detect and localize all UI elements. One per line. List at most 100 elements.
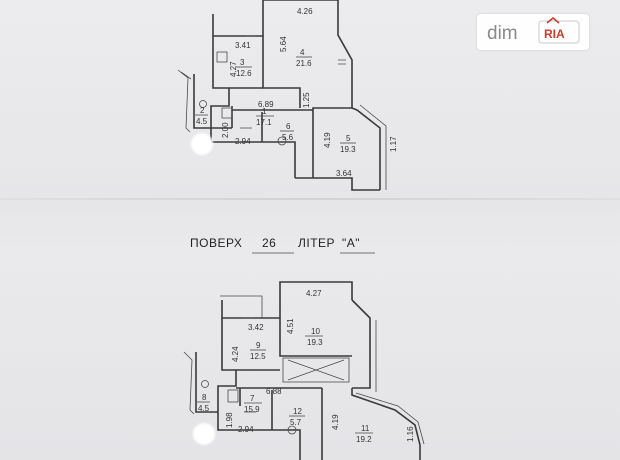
dimension-label: 3.42	[248, 323, 264, 332]
room-label: 10 19.3	[305, 327, 323, 347]
wall	[351, 388, 421, 460]
room-label: 6 5.6	[280, 122, 294, 142]
svg-text:12: 12	[293, 407, 302, 416]
room-label: 8 4.5	[197, 393, 210, 413]
dimension-label: 3.41	[235, 41, 251, 50]
building-label: ЛІТЕР	[298, 236, 336, 250]
room-label: 7 15.9	[244, 394, 262, 414]
wall	[279, 318, 352, 357]
room-label: 1 17.1	[256, 107, 274, 127]
dimension-label: 1.25	[302, 92, 311, 108]
svg-text:1: 1	[262, 107, 267, 116]
svg-text:5.7: 5.7	[290, 418, 302, 427]
svg-text:9: 9	[256, 341, 261, 350]
roof-icon	[546, 16, 560, 24]
dimension-label: 4.26	[297, 7, 313, 16]
room-label: 4 21.6	[296, 48, 312, 68]
balcony-line	[355, 392, 425, 445]
dimria-watermark: dim RIA	[477, 14, 589, 50]
dimension-label: 4.27	[306, 289, 322, 298]
stove-fixture	[216, 51, 228, 63]
wall	[295, 177, 380, 191]
svg-text:3: 3	[240, 58, 245, 67]
floor-caption: ПОВЕРХ 26 ЛІТЕР "А"	[190, 236, 420, 256]
svg-text:4.5: 4.5	[196, 117, 208, 126]
dimension-label: 4.19	[323, 132, 332, 148]
dimension-label: 1.98	[225, 412, 234, 428]
svg-text:19.3: 19.3	[340, 145, 356, 154]
watermark-badge: RIA	[544, 27, 565, 41]
wall	[217, 418, 301, 460]
paper-fold-line	[0, 198, 620, 200]
wall	[193, 74, 232, 129]
fixture	[227, 389, 239, 403]
balcony-line	[220, 295, 263, 318]
svg-text:8: 8	[202, 393, 207, 402]
dimension-label: 4.27	[229, 61, 238, 77]
svg-text:10: 10	[311, 327, 320, 336]
dimension-label: 6.88	[266, 387, 282, 396]
dimension-label: 1.16	[406, 426, 415, 442]
svg-text:6: 6	[286, 122, 291, 131]
svg-text:5: 5	[346, 134, 351, 143]
glare-spot	[193, 423, 215, 445]
room-label: 3 12.6	[236, 58, 252, 78]
wall	[210, 36, 230, 120]
wall	[351, 107, 381, 190]
room-label: 9 12.5	[250, 341, 266, 361]
wall	[262, 36, 301, 108]
door-mark	[240, 35, 256, 129]
watermark-badge-frame	[538, 20, 580, 44]
svg-text:17.1: 17.1	[256, 118, 272, 127]
dimension-label: 4.51	[286, 318, 295, 334]
floor-plan-bottom: 4.27 4.51 3.42 4.24 6.88 1.98 2.94 4.19 …	[183, 281, 425, 460]
svg-text:12.6: 12.6	[236, 69, 252, 78]
dimension-label: 2.00	[221, 122, 230, 138]
fixture	[221, 107, 233, 119]
svg-text:4.5: 4.5	[198, 404, 210, 413]
watermark-brand: dim	[487, 23, 518, 44]
dimension-label: 2.94	[238, 425, 254, 434]
wall	[217, 318, 237, 418]
balcony-line	[183, 351, 195, 415]
dimension-label: 3.64	[336, 169, 352, 178]
toilet-fixture	[201, 380, 209, 388]
svg-text:4: 4	[300, 48, 305, 57]
svg-text:2: 2	[200, 106, 205, 115]
dimension-label: 4.24	[231, 346, 240, 362]
wall	[221, 281, 353, 319]
wall	[210, 120, 296, 178]
svg-text:11: 11	[361, 424, 370, 433]
dimension-label: 1.17	[389, 136, 398, 152]
dimension-label: 5.64	[279, 36, 288, 52]
svg-text:19.2: 19.2	[356, 435, 372, 444]
toilet-fixture	[287, 425, 297, 435]
svg-text:21.6: 21.6	[296, 59, 312, 68]
room-label: 2 4.5	[195, 106, 208, 126]
svg-text:7: 7	[250, 394, 255, 403]
wall	[351, 299, 371, 389]
toilet-fixture	[277, 136, 287, 146]
balcony-line	[359, 104, 387, 190]
room-label: 5 19.3	[340, 134, 356, 154]
window-mark	[338, 59, 346, 65]
room-label: 12 5.7	[289, 407, 305, 427]
balcony-line	[177, 69, 191, 133]
door-mark	[242, 317, 256, 413]
floor-label: ПОВЕРХ	[190, 236, 243, 250]
wall	[212, 0, 264, 37]
floor-number: 26	[262, 236, 277, 250]
glare-spot	[191, 133, 213, 155]
svg-text:15.9: 15.9	[244, 405, 260, 414]
toilet-fixture	[199, 100, 207, 108]
room-label: 11 19.2	[355, 424, 373, 444]
svg-text:19.3: 19.3	[307, 338, 323, 347]
svg-text:5.6: 5.6	[282, 133, 294, 142]
dimension-label: 6.89	[258, 100, 274, 109]
void-cross	[287, 359, 345, 381]
floor-plan-top: 4.26 5.64 3.41 4.27 6.89 1.25 2.00 2.94 …	[177, 0, 398, 191]
dimension-label: 4.19	[331, 414, 340, 430]
void-area	[282, 357, 350, 383]
